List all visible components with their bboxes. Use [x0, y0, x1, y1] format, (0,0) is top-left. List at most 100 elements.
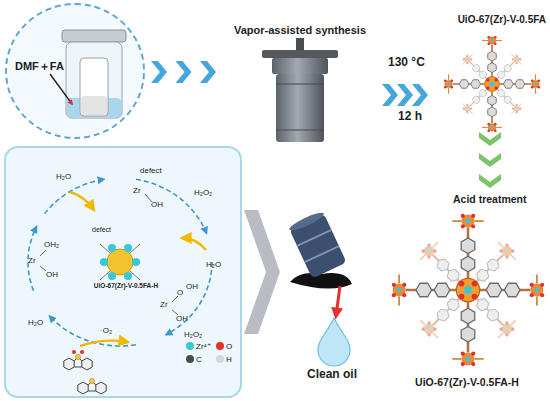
chevron-connector [479, 132, 501, 188]
zr-atom [124, 272, 132, 280]
zr-atom [132, 258, 140, 266]
label-text: Zr [133, 186, 141, 195]
panel-background [4, 146, 242, 398]
label-text: 130 °C [388, 56, 425, 70]
node-text: UiO-67(Zr)-V-0.5FA [432, 14, 546, 26]
framework-bond [100, 244, 140, 280]
oil-barrel [288, 210, 352, 366]
autoclave-ring [276, 83, 324, 84]
chevron [176, 61, 192, 83]
reaction-arrow [182, 238, 206, 250]
chevron [479, 174, 501, 188]
label-text: H₂O₂ [194, 188, 212, 197]
label-text: OH [186, 282, 198, 291]
cycle-arrows [28, 179, 212, 346]
cycle-arrow [50, 316, 137, 346]
mof-node: UiO-67(Zr)-V-0.5FA [432, 8, 546, 130]
bond [40, 266, 46, 271]
legend-item: H [216, 355, 232, 364]
chevron [479, 132, 501, 146]
oxygen-atom [80, 350, 84, 354]
label-text: O [177, 288, 183, 297]
zr-cluster [100, 244, 140, 280]
legend-swatch [186, 355, 194, 363]
barrel-top [288, 210, 326, 233]
reaction-arrows [70, 192, 206, 346]
legend-text: Zr⁴⁺ [196, 342, 211, 351]
oil-droplet [318, 318, 350, 366]
catalytic-cycle [4, 146, 242, 398]
label-text: Zr [160, 300, 168, 309]
legend-item: Zr⁴⁺ [186, 342, 211, 351]
legend-swatch [216, 355, 224, 363]
label-text: Zr [28, 256, 36, 265]
chevron-connector [382, 84, 428, 106]
barrel-band [297, 230, 331, 246]
vapor-vessel [8, 3, 142, 137]
legend-item: C [186, 355, 202, 364]
oxygen-atom [72, 350, 76, 354]
node-text: Vapor-assisted synthesis [222, 24, 378, 37]
bond [145, 194, 152, 202]
cluster-core [107, 249, 133, 275]
zr-atom [108, 272, 116, 280]
autoclave-cap [272, 58, 328, 74]
site-bonds [40, 194, 178, 315]
autoclave-ring [276, 129, 324, 130]
mof-structure [444, 36, 540, 132]
ring-system [64, 354, 92, 370]
node-text: DMF＋FA [15, 60, 64, 73]
cycle-arrow [136, 179, 207, 233]
chevron [479, 153, 501, 167]
jar-glass [66, 42, 122, 118]
label-text: H₂O [28, 318, 43, 327]
chevron [244, 210, 280, 334]
autoclave-bolt [296, 38, 304, 52]
autoclave-handle [262, 50, 338, 58]
label-text: OH [46, 270, 58, 279]
autoclave [262, 38, 338, 142]
jar-lid [62, 30, 126, 42]
cycle-panel: UiO-67(Zr)-V-0.5FA-H [4, 146, 242, 398]
label-text: 12 h [398, 110, 422, 124]
edge-label: Acid treatment [453, 193, 527, 205]
chevron [397, 84, 413, 106]
cycle-arrow [166, 262, 212, 335]
node-text: UiO-67(Zr)-V-0.5FA-H [72, 282, 180, 289]
cycle-arrow [45, 179, 104, 214]
label-text: H₂O [56, 172, 71, 181]
legend-item: O [216, 342, 232, 351]
zr-atom [124, 244, 132, 252]
label-text: defect [140, 166, 162, 175]
framework-bond [100, 244, 140, 280]
node-text: UiO-67(Zr)-V-0.5FA-H [388, 376, 546, 388]
vapor-vessel-node: DMF＋FA [5, 3, 145, 139]
chevron [412, 84, 428, 106]
legend-text: H [226, 355, 232, 364]
chevron [151, 61, 167, 83]
label-text: defect [92, 226, 111, 234]
legend-text: O [226, 342, 232, 351]
clean-oil-node: Clean oil [282, 212, 382, 396]
label-text: H₂O [206, 260, 221, 269]
red-arrow [336, 286, 340, 316]
chevron [200, 61, 216, 83]
reaction-arrow [70, 192, 94, 210]
mof-h-node: UiO-67(Zr)-V-0.5FA-H [388, 210, 546, 396]
chevron-connector [151, 61, 216, 83]
oil-spill [290, 273, 352, 289]
chevron [382, 84, 398, 106]
cycle-arrow [28, 227, 37, 291]
label-text: ·O₂ [100, 326, 112, 335]
powder [81, 96, 107, 115]
zr-atom [108, 244, 116, 252]
leader-line [50, 74, 72, 104]
barrel-band [305, 246, 339, 262]
autoclave-node: Vapor-assisted synthesis [222, 24, 378, 146]
vessel-backdrop [8, 3, 142, 137]
legend-swatch [186, 342, 194, 350]
label-text: OH₂ [44, 240, 59, 249]
autoclave-body [276, 74, 324, 142]
